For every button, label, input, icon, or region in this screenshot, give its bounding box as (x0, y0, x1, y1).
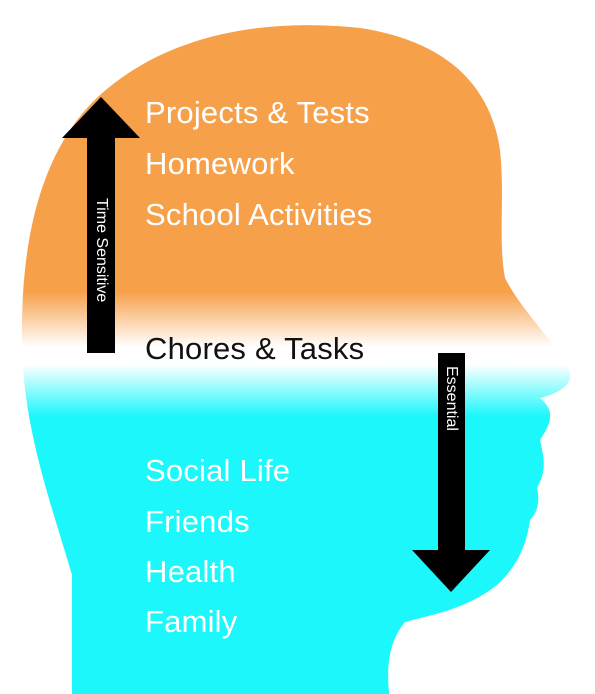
time-sensitive-label: Time Sensitive (93, 198, 110, 303)
top-item-school-activities: School Activities (145, 197, 373, 232)
bottom-item-health: Health (145, 554, 236, 589)
middle-item-chores-tasks: Chores & Tasks (145, 331, 365, 366)
essential-label: Essential (443, 366, 460, 431)
up-arrow (62, 97, 140, 353)
head-shape (21, 25, 571, 694)
up-arrow-head (62, 97, 140, 138)
bottom-item-social-life: Social Life (145, 453, 291, 488)
top-item-homework: Homework (145, 146, 295, 181)
down-arrow-head (412, 550, 490, 592)
bottom-item-family: Family (145, 604, 238, 639)
up-arrow-shaft (87, 120, 115, 353)
top-item-projects-tests: Projects & Tests (145, 95, 370, 130)
down-arrow-shaft (438, 353, 465, 568)
bottom-item-friends: Friends (145, 504, 250, 539)
down-arrow (412, 353, 490, 592)
